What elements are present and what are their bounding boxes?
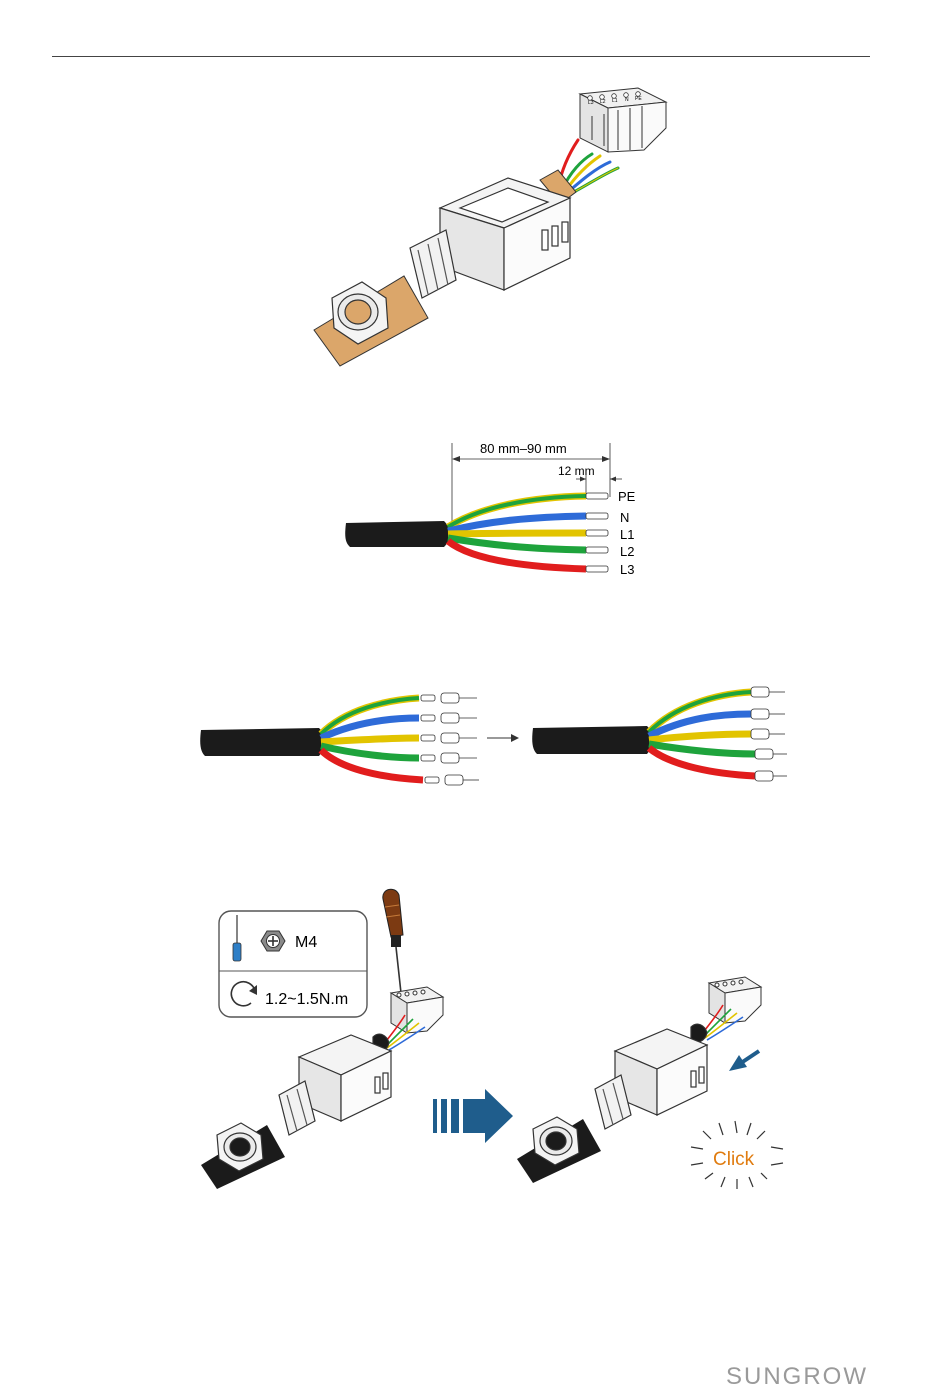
screwdriver	[383, 889, 403, 993]
black-cable-after	[532, 726, 653, 754]
screw-size-label: M4	[295, 934, 317, 951]
arrow-right-icon	[487, 734, 519, 742]
torque-label: 1.2~1.5N.m	[265, 991, 348, 1008]
sungrow-logo: SUNGROW	[726, 1363, 868, 1391]
wires-after	[649, 692, 755, 776]
wire-label-pe: PE	[618, 489, 636, 504]
terminal-block: L3 L2 L1 N PE	[580, 88, 666, 152]
tightening-figure: M4 1.2~1.5N.m	[195, 885, 795, 1190]
total-strip-length-label: 80 mm–90 mm	[480, 441, 567, 456]
ferrule-crimp-figure	[195, 680, 795, 790]
wires-before	[321, 698, 423, 780]
terminal-label-l2: L2	[600, 99, 606, 105]
terminal-label-pe: PE	[635, 96, 642, 102]
terminal-block-right	[709, 977, 761, 1023]
terminal-label-n: N	[625, 97, 629, 103]
push-arrow-icon	[729, 1051, 759, 1071]
connector-housing-left	[279, 1034, 391, 1135]
wire-label-l1: L1	[620, 527, 634, 542]
black-cable	[345, 521, 450, 547]
ferrules-loose	[421, 693, 479, 785]
black-cable-before	[200, 728, 325, 756]
connector-assembly-figure: L3 L2 L1 N PE	[300, 80, 680, 370]
conductor-strip-length-label: 12 mm	[558, 464, 595, 478]
strip-length-figure: 80 mm–90 mm 12 mm PE N L1 L2 L3	[340, 435, 660, 585]
header-rule	[52, 56, 870, 57]
terminal-label-l3: L3	[588, 100, 594, 106]
next-step-arrow-icon	[433, 1089, 513, 1143]
connector-housing-right	[595, 1024, 707, 1129]
ferrules-crimped	[751, 687, 787, 781]
terminal-block-left	[391, 987, 443, 1033]
tool-info-panel: M4 1.2~1.5N.m	[219, 911, 367, 1017]
wire-label-l3: L3	[620, 562, 634, 577]
wire-label-l2: L2	[620, 544, 634, 559]
bare-conductors	[586, 493, 608, 572]
click-label: Click	[713, 1149, 755, 1170]
wire-label-n: N	[620, 510, 629, 525]
terminal-label-l1: L1	[612, 98, 618, 104]
connector-housing	[440, 178, 570, 290]
wires	[448, 496, 586, 569]
